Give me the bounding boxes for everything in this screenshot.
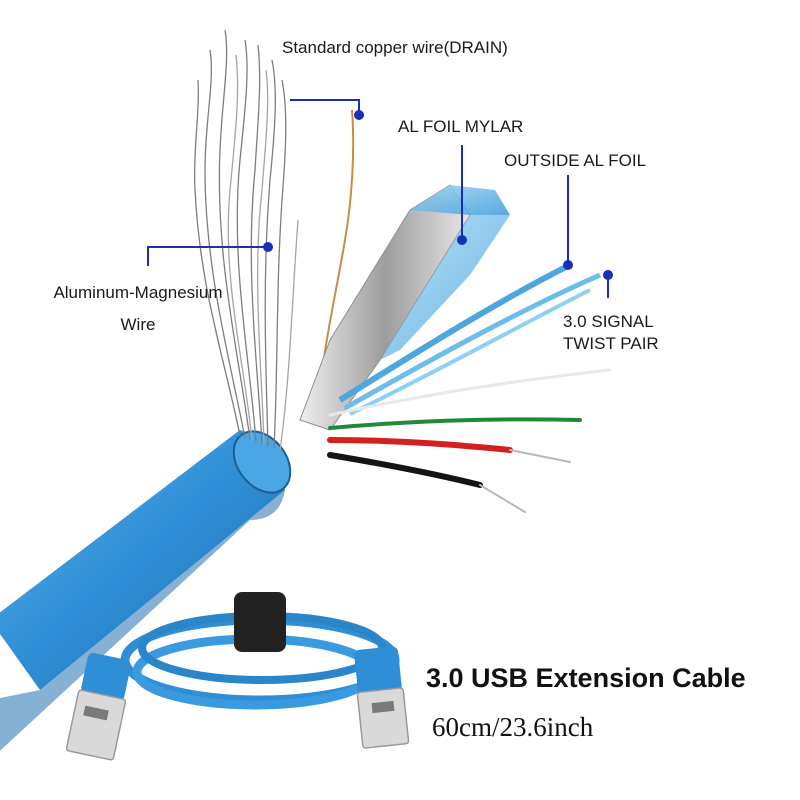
- label-al-foil-mylar: AL FOIL MYLAR: [398, 117, 524, 136]
- label-signal-line1: 3.0 SIGNAL: [563, 312, 654, 331]
- label-aluminum-magnesium-line1: Aluminum-Magnesium: [53, 283, 223, 302]
- marker-dots: [263, 110, 613, 280]
- product-length: 60cm/23.6inch: [432, 712, 594, 742]
- inner-wires: [327, 368, 612, 513]
- leader-lines: [147, 99, 609, 298]
- cable-jacket: [0, 430, 292, 751]
- velcro-strap: [234, 592, 286, 652]
- usb-connector-left: [65, 653, 131, 761]
- label-outside-al-foil: OUTSIDE AL FOIL: [504, 151, 647, 170]
- braid-strands: [194, 29, 299, 451]
- label-signal-twist-pair: 3.0 SIGNAL TWIST PAIR: [563, 311, 659, 355]
- signal-twist-pair: [338, 262, 602, 416]
- label-drain-wire: Standard copper wire(DRAIN): [282, 38, 508, 57]
- label-aluminum-magnesium-line2: Wire: [120, 315, 156, 334]
- usb-connector-right: [354, 646, 410, 749]
- label-aluminum-magnesium: Aluminum-Magnesium Wire: [22, 282, 254, 336]
- product-title: 3.0 USB Extension Cable: [426, 663, 746, 693]
- al-foil-mylar: [299, 184, 510, 431]
- label-signal-line2: TWIST PAIR: [563, 334, 659, 353]
